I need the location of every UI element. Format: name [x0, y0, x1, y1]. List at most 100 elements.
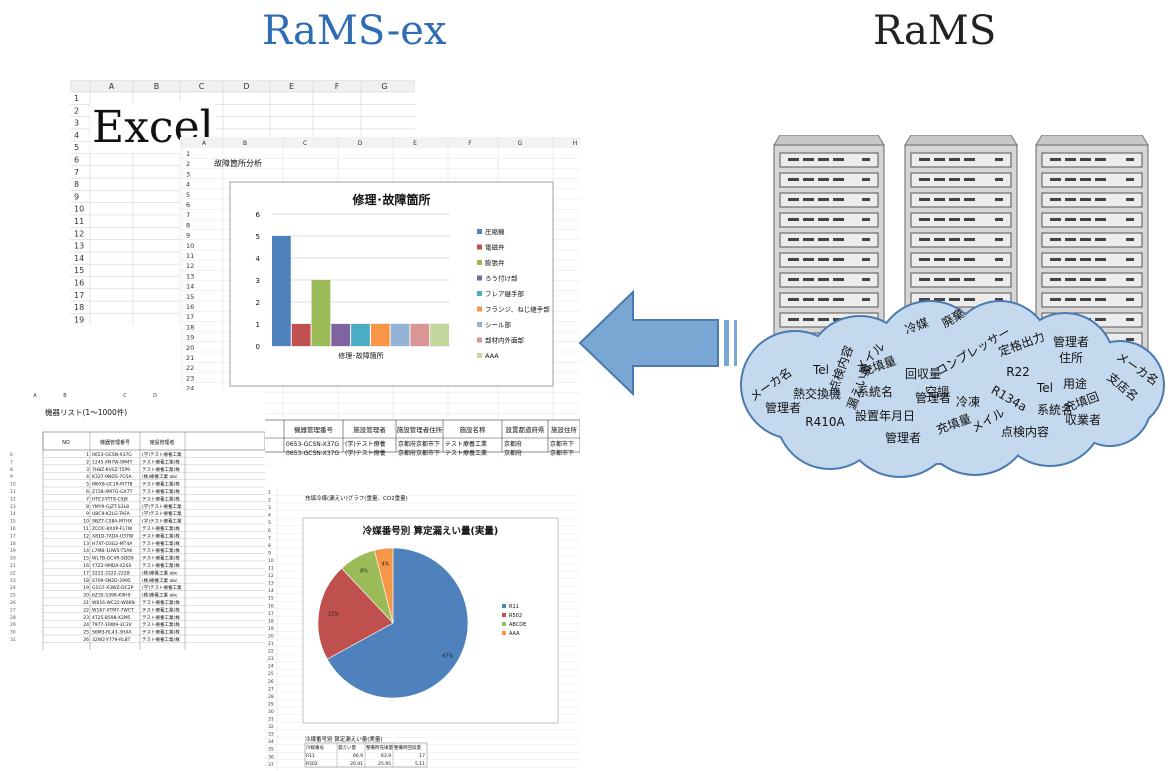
- server-unit: [910, 212, 1012, 228]
- list-cell-no: 13: [83, 541, 89, 547]
- table-cell: 京都府: [504, 440, 522, 448]
- server-light: [1126, 278, 1134, 281]
- row-header: 10: [268, 558, 274, 564]
- cloud-word: R410A: [805, 415, 845, 429]
- row-number: 28: [10, 615, 16, 621]
- column-header: A: [33, 393, 37, 399]
- chart-title: 修理･故障箇所: [351, 192, 430, 207]
- list-cell-owner: テスト療養工業(株: [142, 562, 180, 569]
- row-header: 16: [186, 303, 194, 311]
- column-header: A: [202, 140, 207, 147]
- list-cell-no: 26: [83, 637, 89, 643]
- server-slot: [1095, 298, 1106, 301]
- row-number: 11: [10, 489, 16, 495]
- row-header: 28: [268, 694, 274, 700]
- sheet-heading: 故障箇所分析: [214, 158, 262, 168]
- list-cell-id: G1G7-X3WZ-DC2P: [92, 585, 134, 591]
- server-unit: [910, 252, 1012, 268]
- server-slot: [1095, 178, 1106, 181]
- server-slot: [1095, 218, 1106, 221]
- server-slot: [1065, 258, 1076, 261]
- list-cell-id: ZCOC-8XXP-FL7W: [92, 526, 133, 532]
- row-header: 30: [268, 709, 274, 715]
- list-cell-no: 19: [83, 585, 89, 591]
- server-unit: [910, 152, 1012, 168]
- legend-swatch: [477, 244, 482, 250]
- row-header: 17: [268, 611, 274, 617]
- server-slot: [833, 238, 844, 241]
- row-header: 19: [74, 315, 84, 324]
- server-light: [862, 158, 870, 161]
- x-axis-label: 修理･故障箇所: [338, 351, 384, 360]
- y-tick-label: 5: [256, 233, 260, 241]
- legend-label: フレア継手部: [485, 289, 525, 298]
- cloud-word: Tel: [812, 363, 829, 377]
- row-number: 26: [10, 600, 16, 606]
- row-number: 22: [10, 570, 16, 576]
- pie-sheet-grid: 1234567891011121314151617181920212223242…: [265, 488, 580, 771]
- server-slot: [964, 278, 975, 281]
- row-header: 12: [268, 573, 274, 579]
- server-slot: [788, 158, 799, 161]
- server-slot: [934, 218, 945, 221]
- server-top: [773, 135, 885, 146]
- column-header: A: [109, 82, 115, 91]
- legend-swatch: [477, 260, 482, 265]
- server-slot: [934, 178, 945, 181]
- server-light: [862, 298, 870, 301]
- row-header: 9: [268, 550, 271, 556]
- server-slot: [964, 198, 975, 201]
- server-slot: [1050, 158, 1061, 161]
- list-cell-id: T977-1RW9-3C3V: [91, 622, 133, 628]
- server-light: [862, 178, 870, 181]
- server-slot: [919, 218, 930, 221]
- server-unit: [1041, 212, 1143, 228]
- server-light: [995, 218, 1003, 221]
- list-header: NO: [62, 440, 70, 446]
- server-slot: [818, 218, 829, 221]
- server-slot: [1050, 238, 1061, 241]
- list-cell-id: Y7Z2-9MDA-X2SS: [91, 563, 131, 569]
- list-cell-id: 4T25-B598-X2M5: [92, 615, 131, 621]
- list-cell-no: 15: [83, 556, 89, 562]
- list-cell-id: 32W2-Y779-RL8T: [92, 637, 131, 643]
- row-header: 37: [268, 762, 274, 768]
- row-header: 18: [186, 323, 194, 331]
- legend-swatch: [502, 613, 506, 617]
- row-header: 15: [74, 266, 84, 275]
- row-number: 15: [10, 519, 16, 525]
- column-header: E: [289, 82, 294, 91]
- table-header: 施設住所: [551, 425, 578, 434]
- server-slot: [818, 258, 829, 261]
- column-header: B: [154, 82, 160, 91]
- list-cell-no: 1: [86, 452, 89, 458]
- row-header: 5: [268, 520, 271, 526]
- server-slot: [919, 198, 930, 201]
- legend-swatch: [502, 604, 506, 608]
- list-cell-no: 16: [83, 563, 89, 569]
- pie-title: 冷媒番号別 算定漏えい量(実量): [363, 525, 499, 537]
- list-cell-no: 21: [83, 600, 89, 606]
- server-slot: [788, 178, 799, 181]
- row-header: 35: [268, 747, 274, 753]
- server-slot: [1080, 298, 1091, 301]
- row-header: 9: [186, 232, 190, 240]
- row-number: 7: [10, 459, 13, 465]
- legend-swatch: [477, 322, 482, 327]
- small-table-header: 整備時充填量: [366, 744, 393, 751]
- bar-5: [351, 324, 370, 346]
- server-slot: [1050, 178, 1061, 181]
- bar-6: [370, 324, 390, 346]
- server-slot: [964, 178, 975, 181]
- server-unit: [1041, 172, 1143, 188]
- column-header-bar: [180, 137, 580, 148]
- server-slot: [803, 158, 814, 161]
- row-header: 18: [74, 303, 84, 312]
- server-slot: [833, 258, 844, 261]
- server-light: [862, 218, 870, 221]
- list-cell-owner: (学)テスト療養工業: [142, 510, 182, 517]
- row-header: 6: [186, 201, 190, 209]
- list-cell-id: 2222-2222-2228: [92, 570, 130, 576]
- table-frame: [229, 419, 580, 453]
